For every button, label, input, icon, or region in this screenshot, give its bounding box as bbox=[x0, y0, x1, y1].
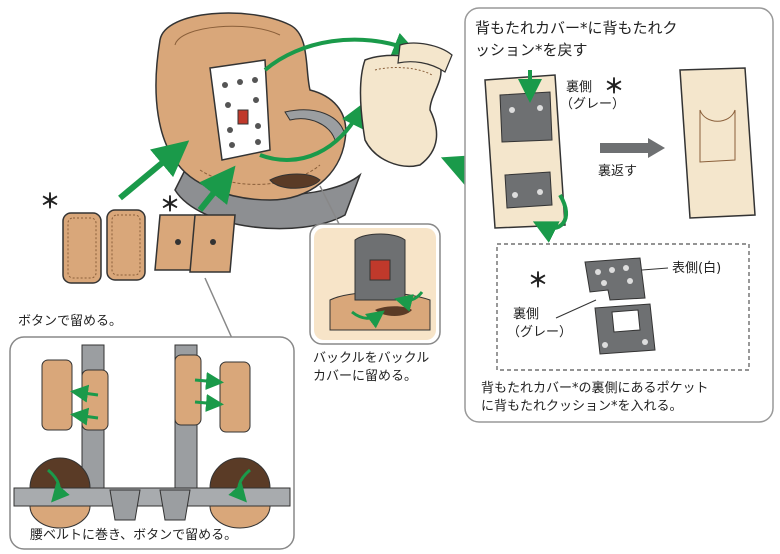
asterisk-shoulder-pads: ＊ bbox=[40, 189, 60, 213]
asterisk-back-side: ＊ bbox=[604, 74, 624, 98]
label-button-fasten: ボタンで留める。 bbox=[18, 314, 123, 329]
label-pocket-note-line1: 背もたれカバー*の裏側にあるポケット bbox=[481, 381, 709, 396]
label-front-side-white: 表側(白) bbox=[672, 261, 722, 276]
waist-pads bbox=[154, 214, 236, 273]
label-back-side-gray: 裏側 bbox=[566, 80, 593, 95]
car-seat-illustration bbox=[155, 12, 418, 230]
label-back-side-gray-b-paren: （グレー） bbox=[507, 325, 573, 340]
title-restore-cushion-line1: 背もたれカバー*に背もたれク bbox=[475, 19, 678, 37]
arrow-pad-to-seat-1 bbox=[118, 140, 190, 201]
buckle-detail bbox=[309, 223, 441, 345]
label-buckle-line1: バックルをバックル bbox=[313, 351, 430, 366]
back-cover-illustration bbox=[359, 42, 453, 167]
label-waist-belt: 腰ベルトに巻き、ボタンで留める。 bbox=[30, 528, 238, 543]
shoulder-pads bbox=[62, 209, 146, 284]
title-restore-cushion-line2: ッション*を戻す bbox=[475, 41, 588, 59]
waist-belt-detail bbox=[9, 336, 295, 550]
label-back-side-gray-b: 裏側 bbox=[513, 307, 540, 322]
right-panel bbox=[464, 7, 774, 423]
label-back-side-gray-paren: （グレー） bbox=[560, 97, 626, 112]
asterisk-cushion: ＊ bbox=[528, 268, 548, 292]
arrow-pad-to-seat-2 bbox=[197, 165, 236, 212]
label-pocket-note-line2: に背もたれクッション*を入れる。 bbox=[481, 399, 683, 414]
label-buckle-line2: カバーに留める。 bbox=[313, 369, 418, 384]
asterisk-waist-pads: ＊ bbox=[160, 192, 180, 216]
label-flip: 裏返す bbox=[598, 164, 638, 179]
